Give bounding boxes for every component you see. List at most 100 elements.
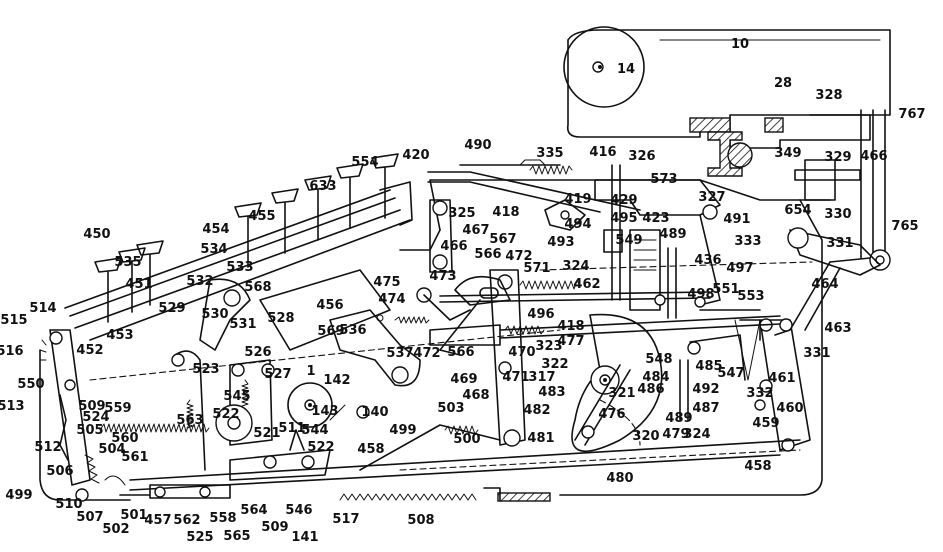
ref-numeral: 471 bbox=[502, 370, 529, 385]
ref-numeral: 490 bbox=[464, 138, 491, 153]
ref-numeral: 765 bbox=[891, 219, 918, 234]
ref-numeral: 513 bbox=[0, 399, 25, 414]
block-326 bbox=[594, 179, 721, 306]
ref-numeral: 551 bbox=[712, 282, 739, 297]
cam-536 bbox=[329, 309, 421, 387]
spring-559 bbox=[99, 423, 210, 433]
ref-numeral: 536 bbox=[339, 323, 366, 338]
ref-numeral: 522 bbox=[212, 407, 239, 422]
ref-numeral: 10 bbox=[731, 37, 749, 52]
ref-numeral: 459 bbox=[752, 416, 779, 431]
ref-numeral: 521 bbox=[253, 426, 280, 441]
ref-numeral: 492 bbox=[692, 382, 719, 397]
ref-numeral: 324 bbox=[562, 259, 589, 274]
rack-508 bbox=[339, 487, 551, 502]
ref-numeral: 565 bbox=[223, 529, 250, 544]
ref-numeral: 558 bbox=[209, 511, 236, 526]
key-lever-frame bbox=[199, 269, 391, 351]
ref-numeral: 419 bbox=[564, 192, 591, 207]
ref-numeral: 554 bbox=[351, 155, 378, 170]
ref-numeral: 511 bbox=[278, 421, 305, 436]
ref-numeral: 453 bbox=[106, 328, 133, 343]
ref-numeral: 544 bbox=[301, 423, 328, 438]
ref-numeral: 529 bbox=[158, 301, 185, 316]
ref-numeral: 140 bbox=[361, 405, 388, 420]
ref-numeral: 469 bbox=[450, 372, 477, 387]
platen-roller bbox=[563, 26, 645, 108]
ref-numeral: 466 bbox=[440, 239, 467, 254]
ref-numeral: 533 bbox=[226, 260, 253, 275]
ref-numeral: 508 bbox=[407, 513, 434, 528]
ref-numeral: 475 bbox=[373, 275, 400, 290]
ref-numeral: 505 bbox=[76, 423, 103, 438]
ref-numeral: 547 bbox=[717, 366, 744, 381]
horizontal-bars bbox=[89, 261, 813, 491]
ref-numeral: 321 bbox=[608, 386, 635, 401]
main-housing-outline bbox=[39, 179, 831, 501]
ref-numeral: 500 bbox=[453, 432, 480, 447]
ref-numeral: 325 bbox=[448, 206, 475, 221]
ref-numeral: 546 bbox=[285, 503, 312, 518]
ref-numeral: 326 bbox=[628, 149, 655, 164]
ref-numeral: 493 bbox=[547, 235, 574, 250]
ref-numeral: 454 bbox=[202, 222, 229, 237]
ref-numeral: 512 bbox=[34, 440, 61, 455]
carriage-housing bbox=[563, 26, 891, 138]
ref-numeral: 456 bbox=[316, 298, 343, 313]
key-top bbox=[234, 202, 262, 268]
arm-475 bbox=[376, 287, 471, 324]
ref-numeral: 330 bbox=[824, 207, 851, 222]
ref-numeral: 501 bbox=[120, 508, 147, 523]
ref-numeral: 28 bbox=[774, 76, 792, 91]
ref-numeral: 517 bbox=[332, 512, 359, 527]
ref-numeral: 495 bbox=[610, 211, 637, 226]
ref-numeral: 477 bbox=[557, 334, 584, 349]
central-assembly bbox=[544, 164, 677, 319]
ref-numeral: 323 bbox=[535, 339, 562, 354]
key-top bbox=[304, 175, 332, 241]
key-top bbox=[94, 257, 122, 323]
ref-numeral: 563 bbox=[176, 413, 203, 428]
ref-numeral: 470 bbox=[508, 345, 535, 360]
ref-numeral: 474 bbox=[378, 292, 405, 307]
ref-numeral: 143 bbox=[311, 404, 338, 419]
right-vertical-rods bbox=[794, 109, 891, 271]
ref-numeral: 458 bbox=[357, 442, 384, 457]
key-top bbox=[336, 163, 364, 229]
ref-numeral: 522 bbox=[307, 440, 334, 455]
ref-numeral: 418 bbox=[557, 319, 584, 334]
spring-571 bbox=[519, 280, 581, 290]
ref-numeral: 327 bbox=[698, 190, 725, 205]
ref-numeral: 527 bbox=[264, 367, 291, 382]
ref-numeral: 489 bbox=[659, 227, 686, 242]
key-top bbox=[271, 188, 299, 254]
ref-numeral: 349 bbox=[774, 146, 801, 161]
ref-numeral: 462 bbox=[573, 277, 600, 292]
left-bracket bbox=[39, 329, 91, 502]
ref-numeral: 451 bbox=[125, 277, 152, 292]
ref-numeral: 503 bbox=[437, 401, 464, 416]
ref-numeral: 479 bbox=[662, 427, 689, 442]
ref-numeral: 507 bbox=[76, 510, 103, 525]
ref-numeral: 458 bbox=[744, 459, 771, 474]
ref-numeral: 317 bbox=[528, 370, 555, 385]
ref-numeral: 483 bbox=[538, 385, 565, 400]
ref-numeral: 423 bbox=[642, 211, 669, 226]
ref-numeral: 496 bbox=[527, 307, 554, 322]
spring-335 bbox=[529, 165, 573, 175]
ref-numeral: 545 bbox=[223, 389, 250, 404]
pawl-assembly bbox=[229, 429, 331, 481]
ref-numeral: 472 bbox=[505, 249, 532, 264]
lever-490 bbox=[427, 159, 641, 273]
ref-numeral: 633 bbox=[309, 179, 336, 194]
ref-numeral: 571 bbox=[523, 261, 550, 276]
ref-numeral: 534 bbox=[200, 242, 227, 257]
ref-numeral: 332 bbox=[746, 386, 773, 401]
ref-numeral: 331 bbox=[826, 236, 853, 251]
ref-numeral: 535 bbox=[114, 255, 141, 270]
ref-numeral: 455 bbox=[248, 209, 275, 224]
ref-numeral: 460 bbox=[776, 401, 803, 416]
right-mid-links bbox=[679, 319, 761, 421]
lower-left-assembly bbox=[171, 350, 275, 471]
